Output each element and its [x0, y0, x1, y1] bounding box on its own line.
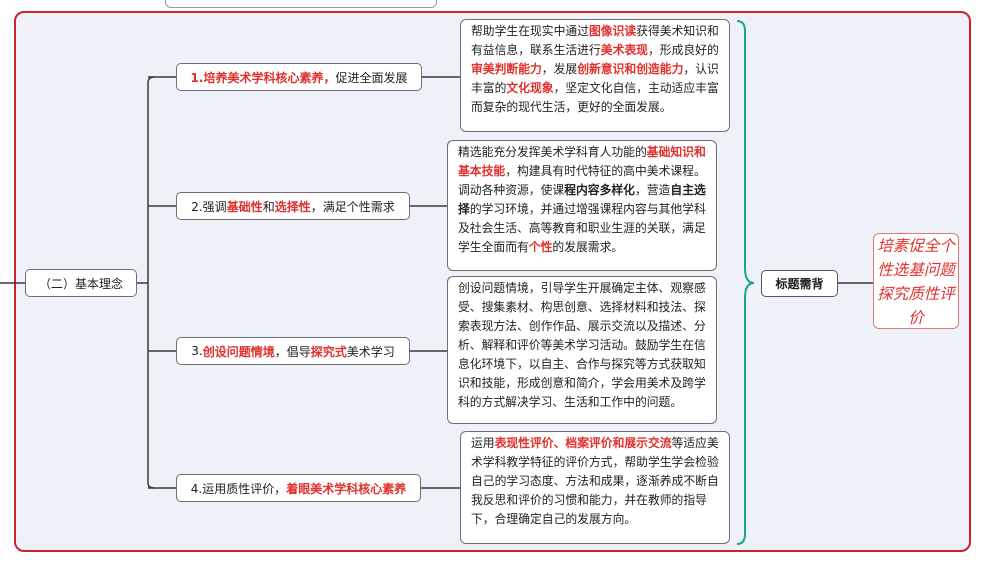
summary-node[interactable]: 标题需背 [761, 270, 838, 297]
description-box-3[interactable]: 创设问题情境，引导学生开展确定主体、观察感受、搜集素材、构思创意、选择材料和技法… [447, 276, 717, 424]
branch-3-pre: 3. [191, 344, 203, 358]
desc-1-text: ，形成良好的 [647, 43, 719, 57]
branch-node-2[interactable]: 2.强调基础性和选择性，满足个性需求 [176, 192, 410, 220]
branch-2-highlight-1: 基础性 [226, 199, 263, 214]
desc-1-highlight: 审美判断能力 [471, 62, 542, 76]
branch-node-1[interactable]: 1.培养美术学科核心素养，促进全面发展 [176, 63, 422, 91]
root-node[interactable]: （二）基本理念 [25, 269, 137, 297]
summary-brace [736, 20, 755, 545]
desc-1-text: 帮助学生在现实中通过 [471, 24, 589, 38]
branch-3-highlight-1: 创设问题情境 [202, 344, 275, 359]
branch-2-highlight-2: 选择性 [274, 199, 311, 214]
branch-2-mid: 和 [262, 199, 275, 214]
desc-2-bold: 程内容多样化 [564, 183, 635, 197]
desc-2-text: ，营造 [634, 183, 671, 197]
desc-4-text: 等适应美术学科教学特征的评价方式，帮助学生学会检验自己的学习态度、方法和成果，逐… [471, 436, 719, 526]
desc-4-text: 运用 [471, 436, 495, 450]
branch-3-mid: ，倡导 [274, 344, 311, 359]
branch-4-highlight: 着眼美术学科核心素养 [286, 481, 407, 496]
branch-node-4[interactable]: 4.运用质性评价，着眼美术学科核心素养 [176, 474, 421, 502]
branch-2-post: ，满足个性需求 [310, 199, 395, 214]
desc-1-text: 获得美术知识和有益信息，联系生活进行 [471, 24, 719, 57]
branch-1-highlight: 1.培养美术学科核心素养， [190, 70, 336, 85]
desc-1-highlight: 文化现象 [506, 81, 554, 95]
desc-2-text: 精选能充分发挥美术学科育人功能的 [458, 145, 647, 159]
branch-4-pre: 4.运用质性评价， [190, 481, 287, 496]
desc-2-bold: 自主选择 [458, 183, 706, 216]
desc-2-highlight: 基础知识和基本技能 [458, 145, 706, 178]
branch-node-3[interactable]: 3.创设问题情境，倡导探究式美术学习 [176, 337, 410, 365]
desc-3-text: 创设问题情境，引导学生开展确定主体、观察感受、搜集素材、构思创意、选择材料和技法… [458, 281, 706, 409]
branch-1-mid: 促进全面发展 [335, 70, 408, 85]
branch-3-highlight-2: 探究式 [310, 344, 347, 359]
description-box-1[interactable]: 帮助学生在现实中通过图像识读获得美术知识和有益信息，联系生活进行美术表现，形成良… [460, 19, 730, 132]
desc-1-text: ，认识丰富的 [471, 62, 719, 95]
desc-1-text: ，发展 [541, 62, 578, 76]
desc-1-highlight: 图像识读 [588, 24, 637, 38]
memory-note-text: 培素促全个性选基问题探究质性评价 [877, 237, 955, 327]
desc-1-highlight: 创新意识和创造能力 [577, 62, 684, 76]
description-box-2[interactable]: 精选能充分发挥美术学科育人功能的基础知识和基本技能，构建具有时代特征的高中美术课… [447, 140, 717, 271]
desc-2-highlight: 个性 [528, 240, 553, 254]
description-box-4[interactable]: 运用表现性评价、档案评价和展示交流等适应美术学科教学特征的评价方式，帮助学生学会… [460, 431, 730, 544]
desc-2-text: 的学习环境，并通过增强课程内容与其他学科及社会生活、高等教育和职业生涯的关联，满… [458, 202, 706, 254]
root-label: （二）基本理念 [38, 276, 123, 291]
summary-label: 标题需背 [775, 277, 824, 291]
desc-1-highlight: 美术表现 [600, 43, 648, 57]
desc-2-text: 的发展需求。 [552, 240, 624, 254]
branch-2-pre: 2.强调 [191, 199, 227, 214]
desc-1-text: ，坚定文化自信，主动适应丰富而复杂的现代生活，更好的全面发展。 [471, 81, 719, 114]
desc-2-text: ，构建具有时代特征的高中美术课程。调动各种资源，使课 [458, 164, 706, 197]
branch-3-post: 美术学习 [346, 344, 395, 359]
memory-note[interactable]: 培素促全个性选基问题探究质性评价 [873, 233, 959, 329]
desc-4-highlight: 表现性评价、档案评价和展示交流 [494, 436, 672, 450]
top-partial-node [165, 0, 437, 8]
